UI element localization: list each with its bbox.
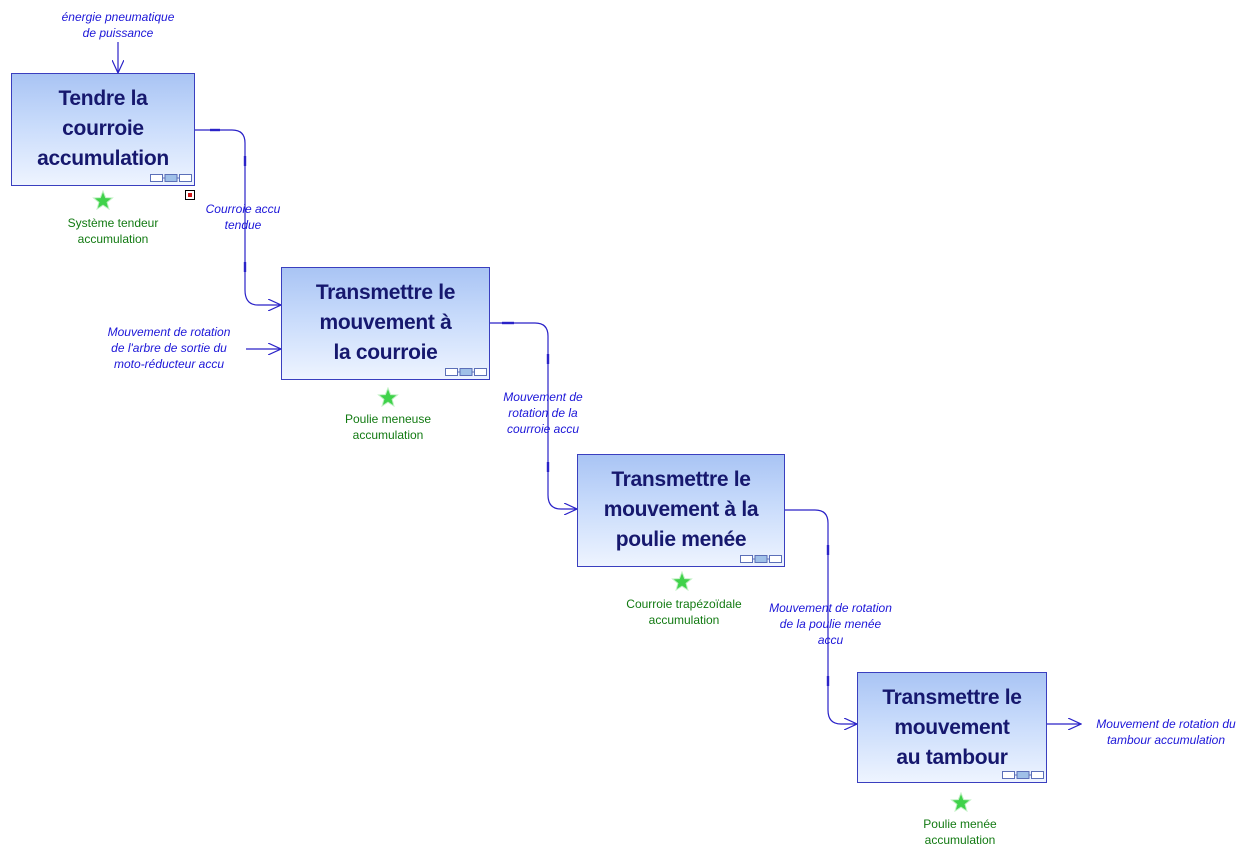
resource-label: Poulie menée accumulation: [923, 817, 997, 847]
connector-ports-icon: [150, 174, 192, 182]
connector-belt-rotation: [490, 322, 577, 509]
function-box-transmettre-poulie[interactable]: Transmettre le mouvement à la poulie men…: [577, 454, 785, 567]
function-title: Transmettre le mouvement à la courroie: [315, 281, 456, 364]
resource-label: Système tendeur accumulation: [67, 216, 159, 246]
flow-label-belt-rotation: Mouvement de rotation de la courroie acc…: [503, 390, 583, 436]
flow-label-belt-tensioned: Courroie accu tendue: [205, 202, 281, 232]
flow-label-pulley-rotation: Mouvement de rotation de la poulie menée…: [769, 601, 892, 647]
resource-star-icon: [950, 792, 972, 812]
resource-label: Courroie trapézoïdale accumulation: [626, 597, 742, 627]
connector-ports-icon: [740, 555, 782, 563]
resource-star-icon: [671, 571, 693, 591]
function-title: Transmettre le mouvement à la poulie men…: [603, 468, 759, 551]
function-box-transmettre-courroie[interactable]: Transmettre le mouvement à la courroie: [281, 267, 490, 380]
flow-label-output: Mouvement de rotation du tambour accumul…: [1096, 717, 1236, 747]
connector-ports-icon: [445, 368, 487, 376]
function-box-tendre[interactable]: Tendre la courroie accumulation: [11, 73, 195, 186]
connector-belt-tensioned: [195, 129, 281, 305]
flow-label-rotation-input: Mouvement de rotation de l'arbre de sort…: [107, 325, 231, 371]
connector-pulley-rotation: [785, 509, 857, 724]
function-box-transmettre-tambour[interactable]: Transmettre le mouvement au tambour: [857, 672, 1047, 783]
connector-ports-icon: [1002, 771, 1044, 779]
function-title: Tendre la courroie accumulation: [37, 87, 169, 170]
decomposition-marker-icon[interactable]: [185, 190, 195, 200]
resource-label: Poulie meneuse accumulation: [344, 412, 432, 442]
resource-star-icon: [92, 190, 114, 210]
resource-star-icon: [377, 387, 399, 407]
function-title: Transmettre le mouvement au tambour: [882, 686, 1022, 769]
flow-label-energy-input: énergie pneumatique de puissance: [61, 10, 175, 40]
